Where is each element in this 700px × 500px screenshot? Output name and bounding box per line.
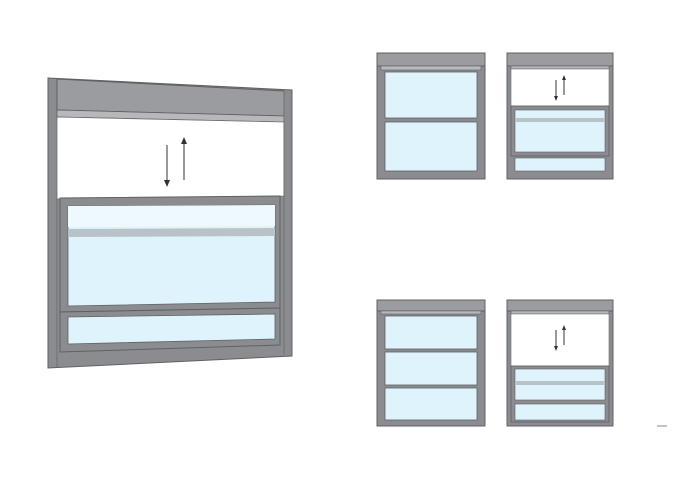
up-down-arrows-icon — [554, 325, 566, 351]
large-window-opening — [56, 116, 285, 200]
window-c-glass-2 — [384, 351, 478, 386]
window-c-glass-1 — [384, 315, 478, 350]
window-b-header-box — [506, 52, 614, 67]
window-c-head-rail — [380, 310, 482, 315]
window-a-header-box — [376, 52, 486, 67]
small-triple-sash-window-closed — [376, 299, 486, 427]
window-d-glass-2 — [514, 403, 606, 421]
large-window-lower-sash-glass — [67, 313, 276, 345]
small-double-sash-window-open — [506, 52, 614, 180]
window-b-lower-glass — [514, 157, 606, 172]
large-window-glass-highlight — [68, 205, 275, 227]
window-c-glass-3 — [384, 387, 478, 421]
window-a-head-rail — [380, 65, 482, 71]
window-a-lower-glass — [384, 121, 478, 172]
large-sash-window-open — [47, 77, 293, 369]
small-double-sash-window-closed — [376, 52, 486, 180]
window-d-glass-band — [515, 381, 605, 385]
window-b-upper-glass — [514, 109, 606, 153]
window-a-upper-glass — [384, 71, 478, 119]
window-c-header-box — [376, 299, 486, 312]
window-b-head-rail — [510, 65, 610, 70]
small-triple-sash-window-open — [506, 299, 614, 427]
window-d-opening — [510, 313, 610, 367]
up-down-arrows-icon — [554, 75, 566, 101]
window-b-opening — [510, 68, 610, 107]
window-d-header-box — [506, 299, 614, 312]
large-window-header-box — [56, 78, 285, 117]
up-down-arrows-icon — [164, 137, 187, 187]
window-b-glass-band — [515, 118, 605, 122]
large-window-glass-band — [68, 228, 275, 237]
window-d-head-rail — [510, 310, 610, 315]
